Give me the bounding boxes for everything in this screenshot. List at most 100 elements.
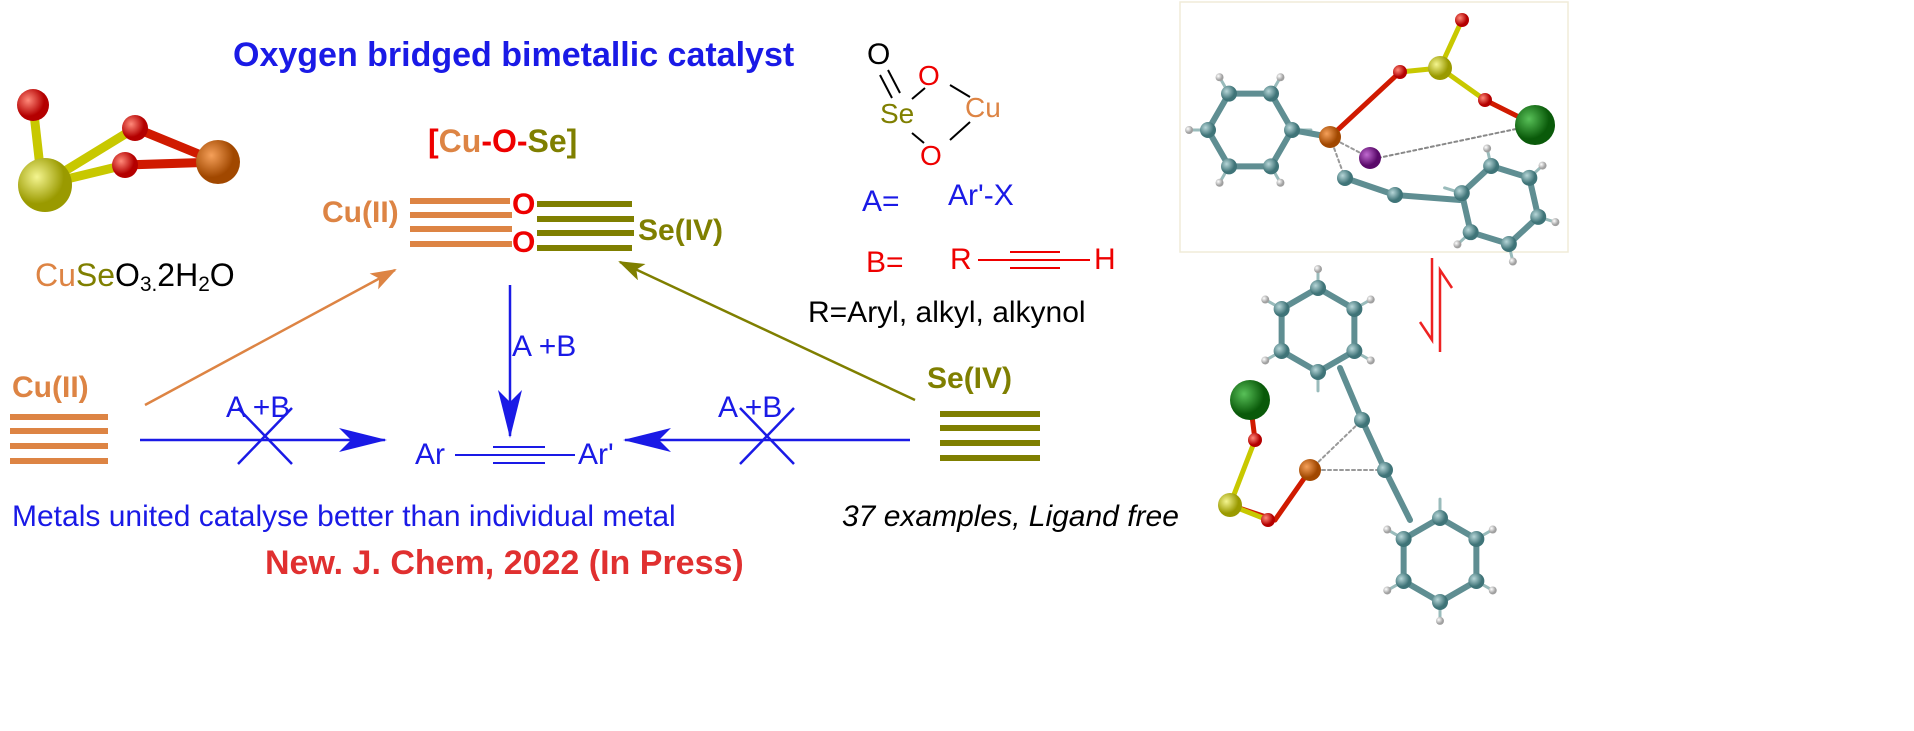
hydrogen-atom	[1185, 126, 1194, 134]
carbon-atom	[1337, 170, 1353, 186]
carbon-atom	[1530, 208, 1547, 225]
hydrogen-atom	[1488, 525, 1497, 534]
r-definition: R=Aryl, alkyl, alkynol	[808, 296, 1086, 329]
carbon-atom	[1377, 462, 1393, 478]
formula-dash: -	[516, 123, 528, 159]
bond	[1382, 467, 1413, 523]
salt-sub2: 2	[198, 273, 210, 297]
bracket-formula: [Cu-O-Se]	[428, 125, 577, 157]
carbon-atom	[1346, 343, 1363, 359]
hydrogen-atom	[1383, 586, 1392, 595]
blocked-cross-icon	[739, 407, 795, 465]
formula-se: Se	[527, 123, 567, 159]
a-label: A=	[862, 185, 900, 218]
ring-o-double: O	[867, 38, 891, 71]
salt-formula: CuSeO3.2H2O	[35, 259, 235, 296]
product-ar: Ar	[415, 438, 445, 471]
chlorine-atom	[1230, 380, 1270, 420]
caption: Metals united catalyse better than indiv…	[12, 500, 676, 533]
hydrogen-atom	[1483, 144, 1492, 153]
carbon-atom	[1221, 158, 1237, 175]
carbon-atom	[1387, 187, 1403, 203]
center-cu-label: Cu(II)	[322, 196, 399, 229]
bracket-close: ]	[566, 123, 578, 159]
seo2cu-ring-bonds	[879, 69, 971, 144]
carbon-atom	[1462, 224, 1479, 241]
carbon-atom	[1432, 510, 1448, 526]
salt-sub3: 3.	[139, 273, 158, 297]
oxygen-atom	[1478, 93, 1492, 107]
left-cu-label: Cu(II)	[12, 371, 89, 404]
carbon-atom	[1468, 573, 1485, 589]
hydrogen-atom	[1366, 295, 1375, 304]
formula-dash: -	[481, 123, 492, 159]
oxygen-atom	[1261, 513, 1275, 527]
cuseo3-ball-stick-model	[17, 89, 240, 212]
bond	[1392, 192, 1463, 203]
hydrogen-atom	[1261, 295, 1270, 304]
salt-water-o: O	[209, 257, 235, 293]
chlorine-atom	[1515, 105, 1555, 145]
hydrogen-atom	[1215, 73, 1224, 82]
a-value: Ar'-X	[948, 179, 1014, 212]
copper-to-complex-arrow	[144, 268, 397, 407]
ring-o-bottom: O	[920, 140, 942, 171]
selenium-atom	[1218, 493, 1242, 517]
reagents-right: A +B	[718, 391, 783, 424]
iodine-atom	[1359, 147, 1381, 169]
carbon-atom	[1346, 301, 1363, 317]
bond	[1359, 417, 1388, 473]
hydrogen-atom	[1314, 265, 1322, 274]
reagents-center: A +B	[512, 330, 577, 363]
ring-cu: Cu	[965, 92, 1001, 123]
salt-water: 2H	[157, 257, 199, 293]
carbon-atom	[1284, 122, 1300, 138]
terminal-alkyne-bond	[978, 251, 1090, 269]
hydrogen-atom	[1488, 586, 1497, 595]
ring-o-top: O	[918, 60, 940, 91]
copper-bars-center	[410, 198, 512, 247]
product-ar-prime: Ar'	[578, 438, 614, 471]
carbon-atom	[1453, 185, 1470, 202]
blocked-cross-icon	[237, 407, 293, 465]
carbon-atom	[1310, 280, 1326, 296]
carbon-atom	[1263, 85, 1279, 102]
copper-bars-left	[10, 414, 108, 464]
formula-o: O	[491, 123, 517, 159]
hydrogen-atom	[1383, 525, 1392, 534]
bridging-oxygen-top: O	[512, 188, 536, 221]
selenium-bars-center	[537, 201, 634, 251]
hydrogen-atom	[1215, 178, 1224, 187]
bond	[1342, 175, 1398, 198]
hydrogen-atom	[1538, 161, 1547, 170]
b-r: R	[950, 243, 972, 276]
examples-note: 37 examples, Ligand free	[842, 500, 1179, 533]
copper-atom	[1299, 459, 1321, 481]
carbon-atom	[1500, 236, 1517, 253]
carbon-atom	[1354, 412, 1370, 428]
carbon-atom	[1200, 122, 1216, 138]
salt-se: Se	[75, 257, 116, 293]
right-se-label: Se(IV)	[927, 362, 1013, 395]
salt-cu: Cu	[35, 257, 76, 293]
carbon-atom	[1395, 531, 1412, 547]
selenium-bars-right	[940, 411, 1040, 461]
citation: New. J. Chem, 2022 (In Press)	[265, 544, 744, 582]
bond	[1377, 124, 1536, 159]
bracket-open: [	[428, 123, 439, 159]
reagents-left: A +B	[226, 391, 291, 424]
b-h: H	[1094, 243, 1116, 276]
formula-cu: Cu	[438, 123, 482, 159]
hydrogen-atom	[1261, 356, 1270, 365]
carbon-atom	[1273, 343, 1290, 359]
selenium-to-complex-arrow	[618, 260, 916, 402]
hydrogen-atom	[1366, 356, 1375, 365]
carbon-atom	[1221, 85, 1237, 102]
dft-structures-3d	[1185, 13, 1560, 625]
title: Oxygen bridged bimetallic catalyst	[233, 36, 795, 74]
hydrogen-atom	[1508, 257, 1517, 266]
salt-o: O	[115, 257, 140, 293]
product-alkyne-bond	[455, 446, 575, 464]
center-se-label: Se(IV)	[638, 214, 724, 247]
